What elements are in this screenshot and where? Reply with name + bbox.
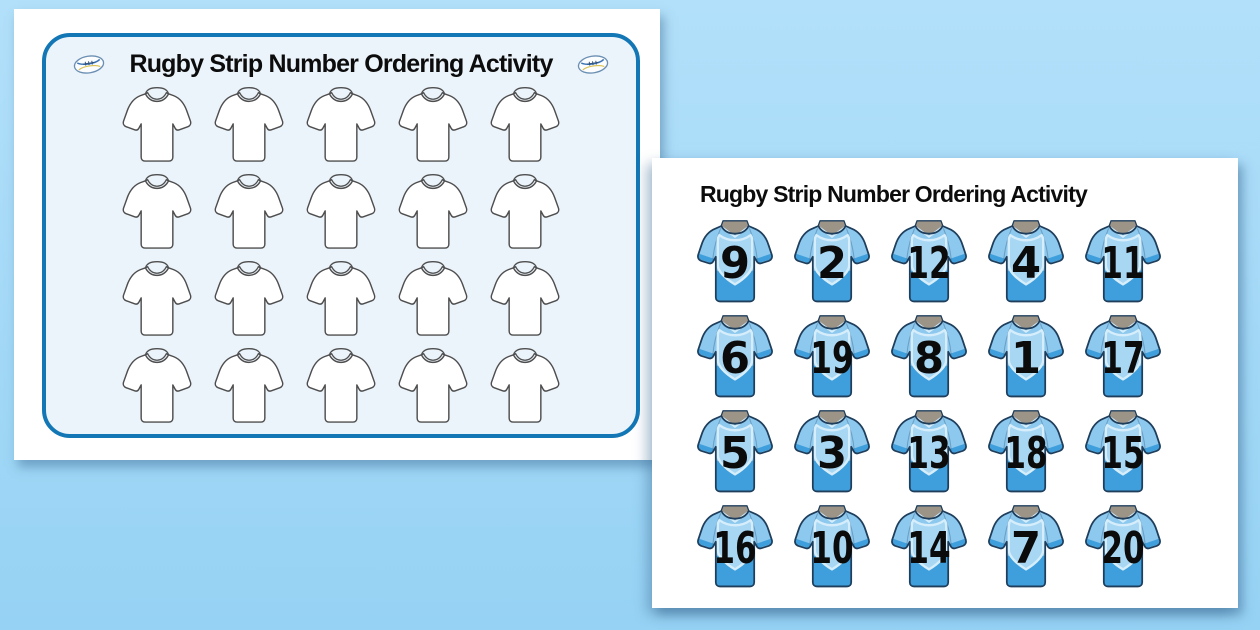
numbered-shirt: 4 <box>988 220 1064 303</box>
left-page-header: Rugby Strip Number Ordering Activity <box>46 47 636 81</box>
blank-shirt <box>306 348 376 423</box>
blank-shirt <box>306 261 376 336</box>
blank-shirt <box>122 261 192 336</box>
blank-shirt <box>214 261 284 336</box>
numbered-shirt: 18 <box>988 410 1064 493</box>
shirt-number: 1 <box>1011 334 1041 384</box>
shirt-number: 10 <box>810 524 853 574</box>
rugby-ball-icon <box>575 52 611 77</box>
shirt-number: 17 <box>1101 334 1144 384</box>
blank-shirt <box>490 174 560 249</box>
numbered-shirt: 6 <box>697 315 773 398</box>
worksheet-page-blank: Rugby Strip Number Ordering Activity <box>14 9 660 460</box>
blank-shirt <box>490 348 560 423</box>
worksheet-frame: Rugby Strip Number Ordering Activity <box>42 33 640 438</box>
numbered-shirt: 13 <box>891 410 967 493</box>
numbered-shirt: 3 <box>794 410 870 493</box>
shirt-number: 8 <box>914 334 944 384</box>
blank-shirt <box>122 87 192 162</box>
numbered-shirt: 20 <box>1085 505 1161 588</box>
numbered-shirt: 16 <box>697 505 773 588</box>
numbered-shirt: 12 <box>891 220 967 303</box>
numbered-shirt: 1 <box>988 315 1064 398</box>
blank-shirt <box>214 348 284 423</box>
worksheet-page-numbered: Rugby Strip Number Ordering Activity 9 2 <box>652 158 1238 608</box>
shirt-number: 6 <box>720 334 750 384</box>
shirt-number: 7 <box>1011 524 1041 574</box>
numbered-shirt: 5 <box>697 410 773 493</box>
blank-shirt <box>490 261 560 336</box>
blank-shirt <box>398 174 468 249</box>
shirt-number: 15 <box>1101 429 1144 479</box>
blank-shirt <box>398 261 468 336</box>
shirt-number: 2 <box>817 239 847 289</box>
shirt-number: 20 <box>1101 524 1144 574</box>
numbered-shirt: 7 <box>988 505 1064 588</box>
numbered-shirt: 19 <box>794 315 870 398</box>
shirt-number: 13 <box>907 429 950 479</box>
shirt-number: 12 <box>907 239 950 289</box>
blank-shirt <box>306 87 376 162</box>
shirt-number: 19 <box>810 334 853 384</box>
numbered-shirt: 11 <box>1085 220 1161 303</box>
shirt-number: 9 <box>720 239 750 289</box>
numbered-shirt: 15 <box>1085 410 1161 493</box>
numbered-shirt: 2 <box>794 220 870 303</box>
shirt-number: 18 <box>1004 429 1047 479</box>
shirt-number: 4 <box>1011 239 1041 289</box>
numbered-shirt-grid: 9 2 12 4 <box>695 218 1163 591</box>
blank-shirt <box>122 348 192 423</box>
blank-shirt <box>398 348 468 423</box>
shirt-number: 3 <box>817 429 847 479</box>
blank-shirt <box>306 174 376 249</box>
numbered-shirt: 9 <box>697 220 773 303</box>
right-page-title: Rugby Strip Number Ordering Activity <box>700 181 1088 207</box>
shirt-number: 11 <box>1101 239 1144 289</box>
rugby-ball-icon <box>71 52 107 77</box>
blank-shirt-grid <box>121 85 561 427</box>
numbered-shirt: 14 <box>891 505 967 588</box>
left-page-title: Rugby Strip Number Ordering Activity <box>129 50 553 78</box>
blank-shirt <box>398 87 468 162</box>
shirt-number: 14 <box>907 524 950 574</box>
numbered-shirt: 8 <box>891 315 967 398</box>
blank-shirt <box>214 87 284 162</box>
shirt-number: 16 <box>713 524 756 574</box>
shirt-number: 5 <box>720 429 750 479</box>
blank-shirt <box>214 174 284 249</box>
numbered-shirt: 10 <box>794 505 870 588</box>
blank-shirt <box>490 87 560 162</box>
blank-shirt <box>122 174 192 249</box>
numbered-shirt: 17 <box>1085 315 1161 398</box>
